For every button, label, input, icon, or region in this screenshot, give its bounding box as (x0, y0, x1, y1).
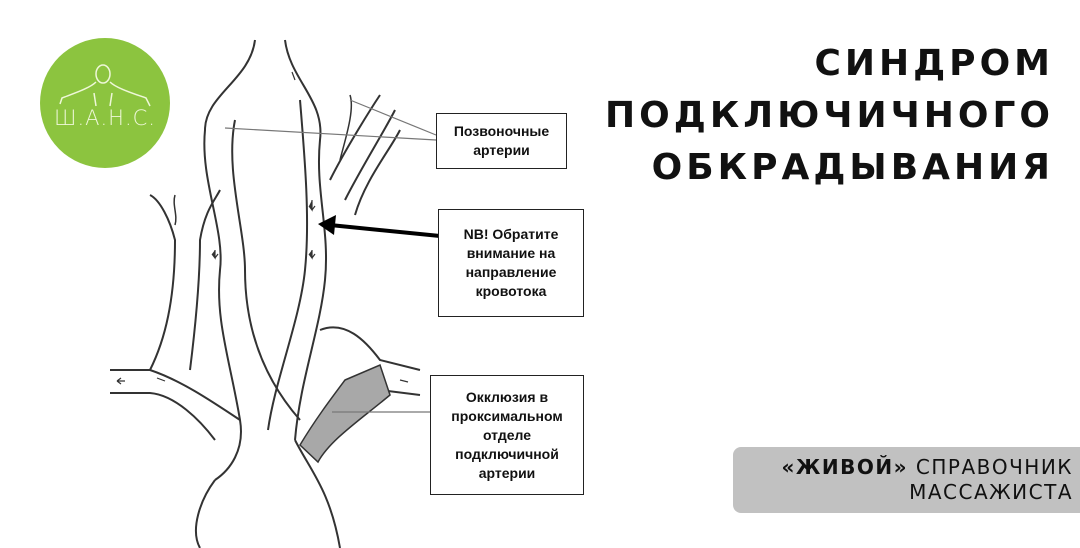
nb-arrowhead (318, 215, 336, 235)
occlusion-region (299, 363, 391, 464)
aorta-outline (195, 439, 341, 548)
person-icon (59, 64, 151, 107)
label-occlusion: Окклюзия в проксимальном отделе подключи… (430, 375, 584, 495)
left-carotid-outline (203, 39, 256, 481)
label-nb-flow-direction: NB! Обратите внимание на направление кро… (438, 209, 584, 317)
right-carotid-outline (284, 39, 328, 441)
label-text: Позвоночные артерии (453, 123, 550, 158)
nb-arrow (329, 223, 441, 238)
title-line-2: ПОДКЛЮЧИЧНОГО (605, 95, 1054, 136)
title-line-1: СИНДРОМ (814, 43, 1054, 84)
label-text: NB! Обратите внимание на направление кро… (463, 226, 559, 299)
page-title: СИНДРОМ ПОДКЛЮЧИЧНОГО ОБКРАДЫВАНИЯ (605, 38, 1054, 194)
label-vertebral-arteries: Позвоночные артерии (436, 113, 567, 169)
shans-logo: Ш.А.Н.С. (40, 38, 170, 168)
badge-line2: МАССАЖИСТА (909, 480, 1073, 504)
reference-badge: «ЖИВОЙ» СПРАВОЧНИК МАССАЖИСТА (733, 447, 1080, 513)
left-carotid-inner (231, 119, 301, 421)
title-line-3: ОБКРАДЫВАНИЯ (651, 147, 1054, 188)
badge-quote: «ЖИВОЙ» (781, 455, 909, 479)
label-text: Окклюзия в проксимальном отделе подключи… (451, 388, 563, 481)
logo-text: Ш.А.Н.С. (54, 106, 156, 130)
badge-line1: СПРАВОЧНИК (915, 455, 1073, 479)
right-carotid-inner (267, 99, 309, 431)
